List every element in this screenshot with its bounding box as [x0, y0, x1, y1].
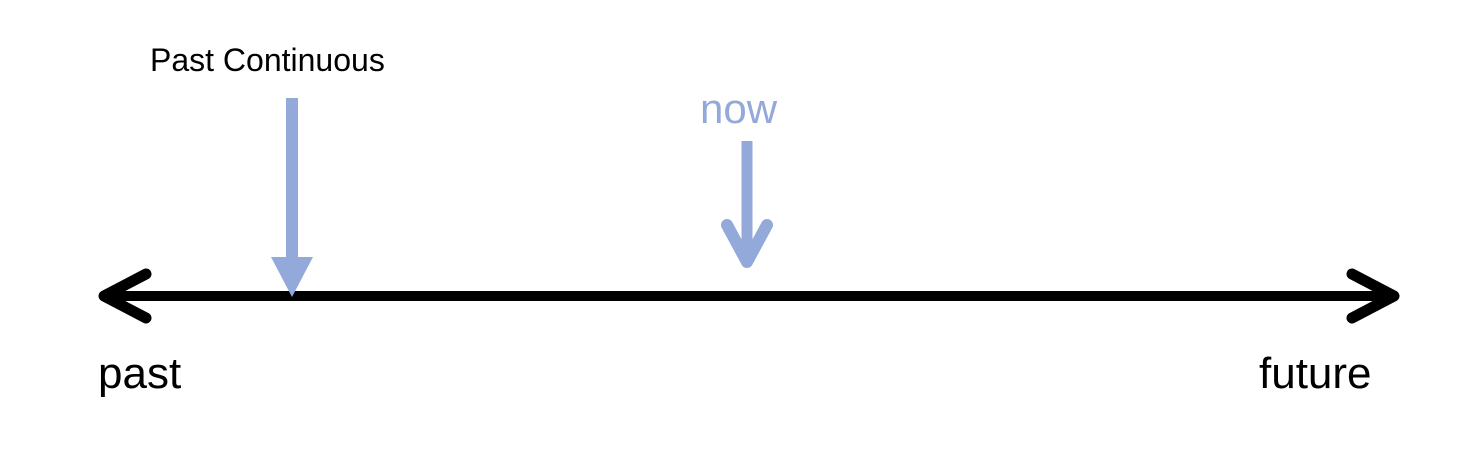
now-label: now: [700, 85, 778, 132]
future-label: future: [1259, 349, 1372, 398]
past-continuous-label: Past Continuous: [150, 42, 385, 78]
left-arrowhead-icon: [98, 268, 152, 324]
past-continuous-arrow-icon: [271, 98, 313, 297]
now-arrow-icon: [721, 141, 773, 268]
past-label: past: [98, 349, 182, 398]
right-arrowhead-icon: [1346, 268, 1400, 324]
